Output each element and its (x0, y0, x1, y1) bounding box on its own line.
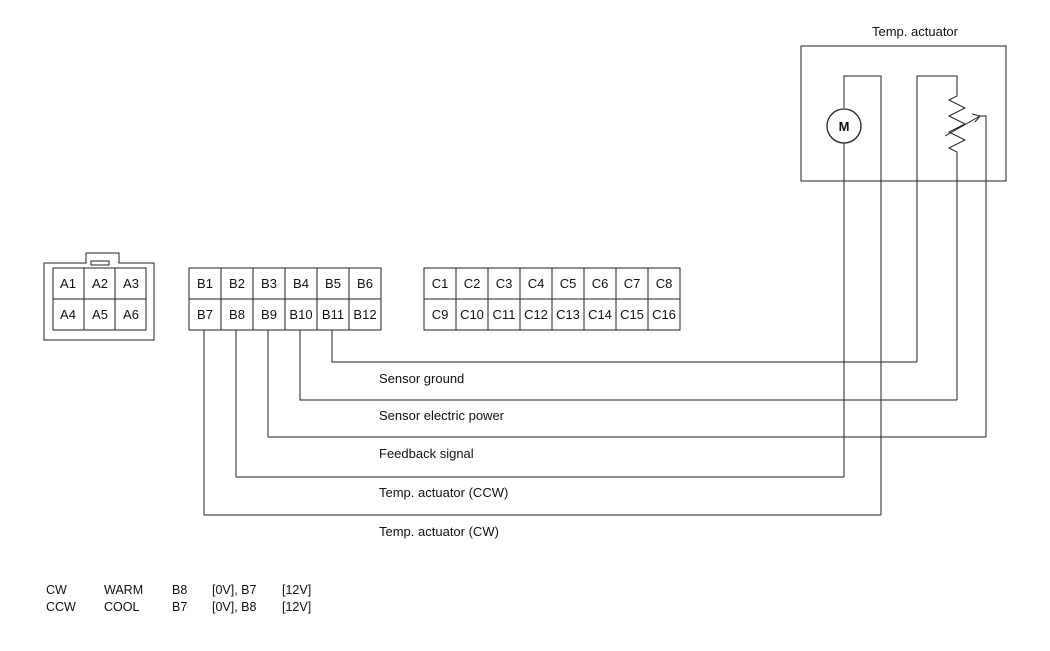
pin-label: C11 (493, 307, 516, 322)
legend-pin: B8 (172, 583, 188, 597)
wiper-arrow (944, 115, 987, 437)
direction-legend: CW WARM B8 [0V], B7 [12V] CCW COOL B7 [0… (46, 582, 311, 616)
wire-label-sensor-ground: Sensor ground (379, 371, 464, 386)
legend-voltage-2: [12V] (282, 583, 312, 597)
wiper-arrowhead (971, 113, 981, 123)
connector-b-pins: B1 B2 B3 B4 B5 B6 B7 B8 B9 B10 B11 B12 (197, 276, 377, 322)
pin-label: C6 (592, 276, 609, 291)
legend-pin: B7 (172, 600, 188, 614)
pin-label: C13 (556, 307, 580, 322)
wire-label-ccw: Temp. actuator (CCW) (379, 485, 508, 500)
pin-label: B7 (197, 307, 213, 322)
pin-label: B10 (289, 307, 312, 322)
pin-label: C3 (496, 276, 513, 291)
pin-label: B1 (197, 276, 213, 291)
pin-label: C9 (432, 307, 449, 322)
pin-label: A3 (123, 276, 139, 291)
motor-label: M (839, 119, 850, 134)
pin-label: C16 (652, 307, 676, 322)
legend-row-cw: CW WARM B8 [0V], B7 [12V] (46, 582, 311, 599)
pin-label: A2 (92, 276, 108, 291)
wire-label-cw: Temp. actuator (CW) (379, 524, 499, 539)
connector-a-grid (52, 267, 147, 331)
pin-label: C7 (624, 276, 641, 291)
pin-label: A4 (60, 307, 76, 322)
pin-label: A5 (92, 307, 108, 322)
wire-labels: Sensor ground Sensor electric power Feed… (379, 371, 508, 539)
wire-label-feedback: Feedback signal (379, 446, 474, 461)
wire-cw (203, 330, 881, 516)
wire-label-sensor-power: Sensor electric power (379, 408, 505, 423)
pin-label: B11 (322, 307, 344, 322)
connector-a-outline (43, 252, 155, 341)
legend-row-ccw: CCW COOL B7 [0V], B8 [12V] (46, 599, 311, 616)
wire-ccw (235, 330, 844, 478)
motor-wire (843, 75, 882, 515)
pin-label: B9 (261, 307, 277, 322)
connector-a-pins: A1 A2 A3 A4 A5 A6 (60, 276, 139, 322)
connector-b-grid (188, 267, 382, 331)
pin-label: B5 (325, 276, 341, 291)
sensor-ground-wire-top (916, 75, 958, 362)
legend-voltage: [0V], B8 (212, 600, 257, 614)
pin-label: C5 (560, 276, 577, 291)
pin-label: B12 (353, 307, 376, 322)
pin-label: B2 (229, 276, 245, 291)
pin-label: A1 (60, 276, 76, 291)
pin-label: A6 (123, 307, 139, 322)
pin-label: C10 (460, 307, 484, 322)
legend-mode: WARM (104, 583, 144, 597)
pin-label: C15 (620, 307, 644, 322)
actuator-box (800, 45, 1007, 182)
actuator-title: Temp. actuator (872, 24, 959, 39)
wire-feedback (267, 330, 986, 438)
wire-sensor-ground (331, 330, 917, 363)
pin-label: B3 (261, 276, 277, 291)
legend-direction: CW (46, 583, 67, 597)
connector-c-grid (423, 267, 681, 331)
legend-direction: CCW (46, 600, 76, 614)
pin-label: C12 (524, 307, 548, 322)
legend-voltage: [0V], B7 (212, 583, 257, 597)
legend-voltage-2: [12V] (282, 600, 312, 614)
pin-label: C8 (656, 276, 673, 291)
pin-label: B4 (293, 276, 309, 291)
connector-a-latch (90, 260, 110, 266)
pin-label: C1 (432, 276, 449, 291)
pin-label: C14 (588, 307, 612, 322)
pin-label: B8 (229, 307, 245, 322)
pin-label: C4 (528, 276, 545, 291)
pin-label: B6 (357, 276, 373, 291)
pin-label: C2 (464, 276, 481, 291)
legend-mode: COOL (104, 600, 140, 614)
connector-c-pins: C1 C2 C3 C4 C5 C6 C7 C8 C9 C10 C11 C12 C… (432, 276, 676, 322)
wire-sensor-power (299, 330, 957, 401)
motor-symbol (826, 108, 862, 144)
